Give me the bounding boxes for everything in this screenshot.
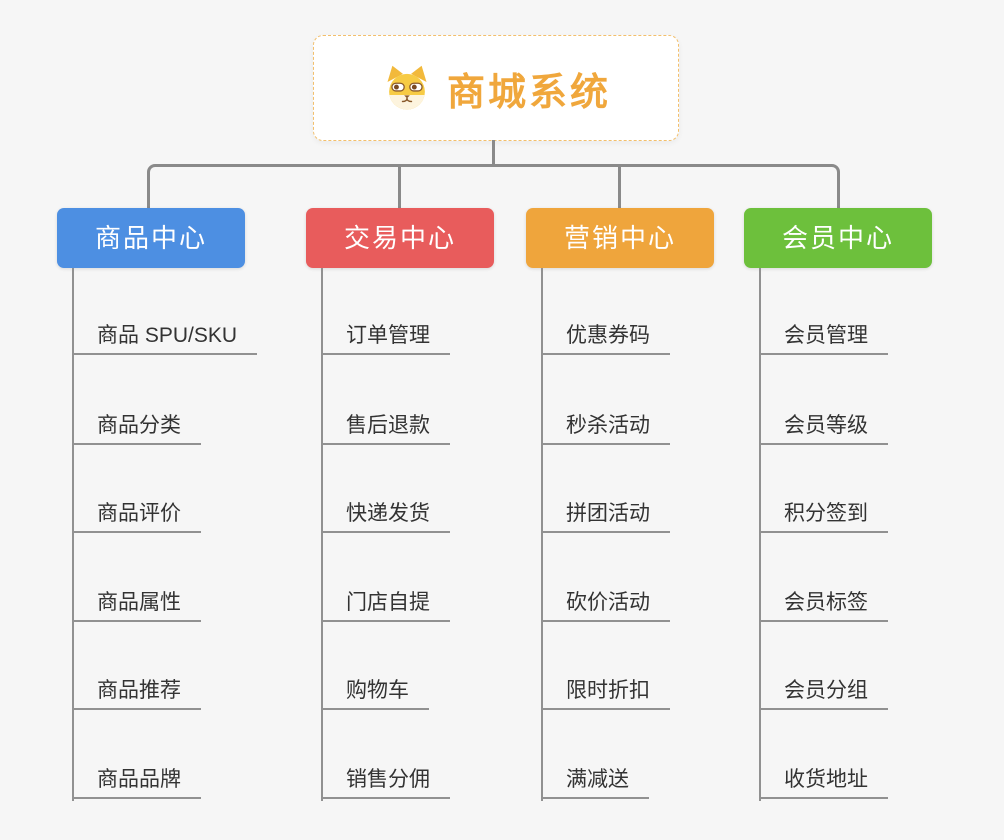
branch-bus-line (147, 164, 840, 209)
leaf-node[interactable]: 商品 SPU/SKU (73, 319, 258, 355)
branch-node-trade[interactable]: 交易中心 (306, 208, 494, 268)
leaf-node[interactable]: 商品分类 (73, 409, 201, 445)
root-title: 商城系统 (446, 71, 611, 114)
leaf-node[interactable]: 会员标签 (760, 586, 888, 622)
dog-face-icon (381, 64, 433, 113)
leaf-node[interactable]: 快递发货 (322, 497, 450, 533)
branch-products: 商品中心 商品 SPU/SKU 商品分类 商品评价 商品属性 商品推荐 商品品牌 (57, 208, 258, 808)
leaf-node[interactable]: 销售分佣 (322, 763, 450, 799)
leaf-node[interactable]: 商品品牌 (73, 763, 201, 799)
branch-marketing: 营销中心 优惠券码 秒杀活动 拼团活动 砍价活动 限时折扣 满减送 (526, 208, 726, 808)
branch-node-marketing[interactable]: 营销中心 (526, 208, 714, 268)
leaf-node[interactable]: 商品推荐 (73, 674, 201, 710)
leaf-node[interactable]: 拼团活动 (542, 497, 670, 533)
branch-connector-line (759, 268, 761, 801)
leaf-node[interactable]: 优惠券码 (542, 319, 670, 355)
leaf-node[interactable]: 购物车 (322, 674, 429, 710)
leaf-node[interactable]: 砍价活动 (542, 586, 670, 622)
branch-connector-line (321, 268, 323, 801)
leaf-node[interactable]: 会员分组 (760, 674, 888, 710)
branch-members: 会员中心 会员管理 会员等级 积分签到 会员标签 会员分组 收货地址 (744, 208, 944, 808)
leaf-node[interactable]: 会员等级 (760, 409, 888, 445)
leaf-node[interactable]: 限时折扣 (542, 674, 670, 710)
root-stem-line (492, 140, 495, 166)
leaf-node[interactable]: 满减送 (542, 763, 649, 799)
leaf-node[interactable]: 收货地址 (760, 763, 888, 799)
leaf-node[interactable]: 会员管理 (760, 319, 888, 355)
leaf-node[interactable]: 门店自提 (322, 586, 450, 622)
branch-node-products[interactable]: 商品中心 (57, 208, 245, 268)
leaf-node[interactable]: 秒杀活动 (542, 409, 670, 445)
branch-trade: 交易中心 订单管理 售后退款 快递发货 门店自提 购物车 销售分佣 (306, 208, 506, 808)
drop-line-marketing (618, 164, 621, 209)
drop-line-trade (398, 164, 401, 209)
leaf-node[interactable]: 商品属性 (73, 586, 201, 622)
branch-connector-line (72, 268, 74, 801)
leaf-node[interactable]: 商品评价 (73, 497, 201, 533)
branch-connector-line (541, 268, 543, 801)
leaf-node[interactable]: 售后退款 (322, 409, 450, 445)
branch-node-members[interactable]: 会员中心 (744, 208, 932, 268)
root-node[interactable]: 商城系统 (313, 35, 679, 141)
leaf-node[interactable]: 订单管理 (322, 319, 450, 355)
leaf-node[interactable]: 积分签到 (760, 497, 888, 533)
